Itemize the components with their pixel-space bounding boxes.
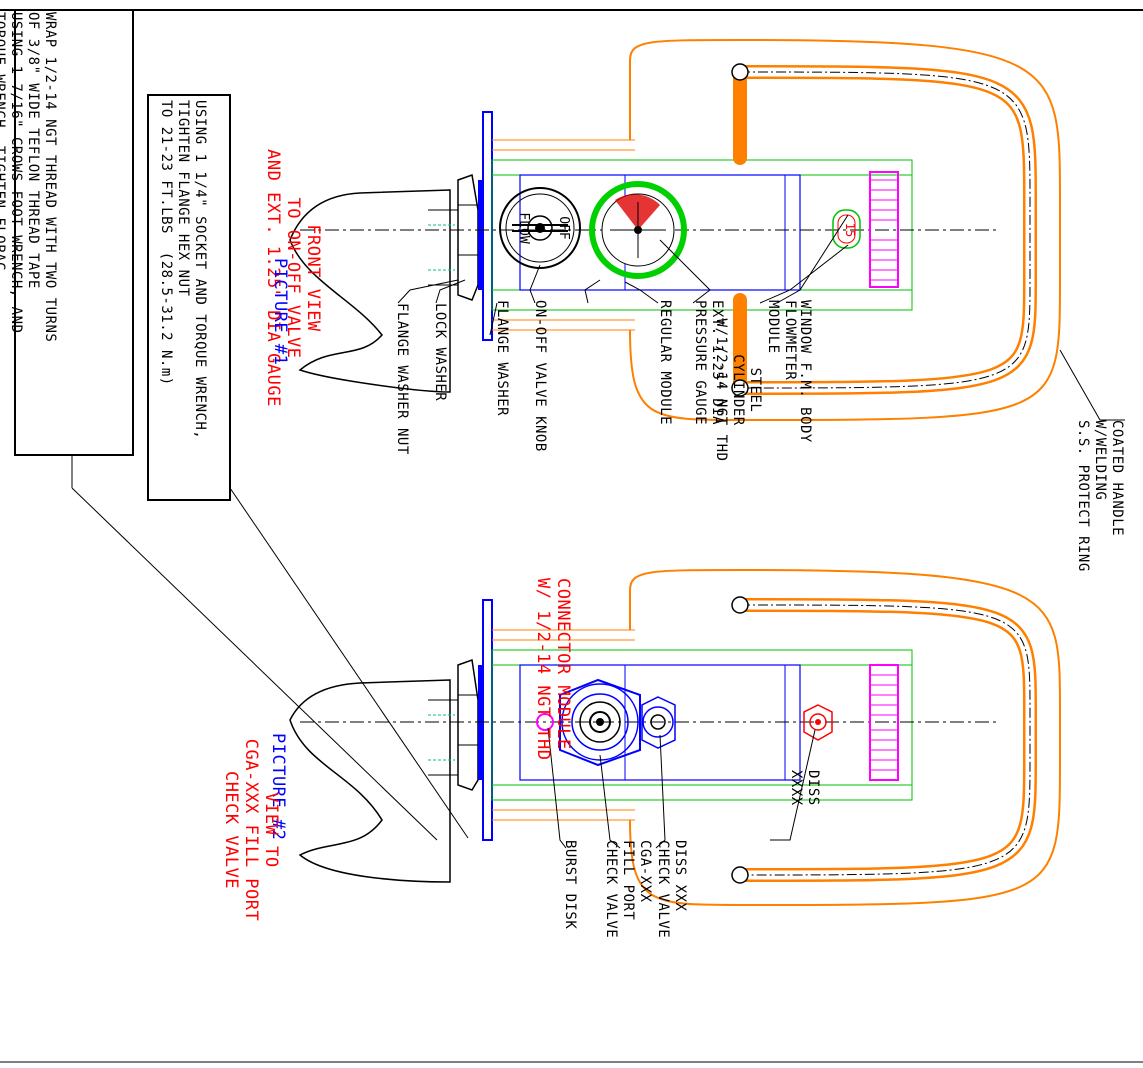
pressure-gauge-1 bbox=[589, 181, 687, 279]
diss-check-valve-label: DISS XXX CHECK VALVE bbox=[655, 840, 688, 939]
picture2-assembly bbox=[289, 568, 1061, 906]
module-body-2 bbox=[491, 649, 913, 801]
flange-washer-label: FLANGE WASHER bbox=[494, 300, 510, 417]
coated-handle-label: COATED HANDLE W/WELDING S.S. PROTECT RIN… bbox=[1075, 420, 1125, 572]
cga-fill-port-check-valve bbox=[559, 678, 641, 767]
knob-flow-text: FLOW bbox=[516, 212, 531, 243]
lock-washer-label: LOCK WASHER bbox=[432, 303, 448, 402]
module-body-1 bbox=[491, 159, 913, 311]
diss-outlet bbox=[803, 704, 833, 741]
leader-socket-note bbox=[229, 487, 469, 839]
on-off-valve-knob-label: ON-OFF VALVE KNOB bbox=[532, 300, 548, 452]
socket-instruction-note: USING 1 1/4" SOCKET AND TORQUE WRENCH, T… bbox=[158, 100, 208, 440]
leader-wrap-note-2 bbox=[71, 487, 438, 841]
diss-check-valve bbox=[641, 696, 676, 749]
steel-cylinder-outline-2 bbox=[289, 679, 451, 883]
diss-label: DISS XXXX bbox=[788, 770, 821, 806]
on-off-valve-knob-1 bbox=[499, 187, 581, 269]
cga-fill-port-label: CGA-XXX FILL PORT CHECK VALVE bbox=[603, 840, 653, 939]
wrap-note-box bbox=[14, 9, 134, 456]
knob-off-text: OFF bbox=[556, 216, 571, 240]
socket-note-box bbox=[147, 94, 231, 501]
steel-cylinder-label: STEEL CYLINDER W/1/2-14 NGT THD bbox=[713, 318, 763, 462]
flow-window-value: 15 bbox=[843, 223, 857, 237]
picture1-connector-label: CONNECTOR MODULE W/ 1/2-14 NGT THD bbox=[533, 578, 573, 761]
regular-module-label: REGULAR MODULE bbox=[657, 300, 673, 426]
flange-washer-nut-label: FLANGE WASHER NUT bbox=[394, 303, 410, 455]
window-fm-body-1 bbox=[832, 209, 861, 249]
connector-module-1 bbox=[519, 174, 801, 291]
flowmeter-module-label: FLOWMETER MODULE bbox=[765, 300, 798, 381]
picture1-title: PICTURE #1 bbox=[270, 258, 290, 366]
window-fm-body-label: WINDOW F.M. BODY bbox=[797, 300, 813, 443]
flowmeter-knob-2 bbox=[869, 664, 899, 781]
wrap-instruction-note: WRAP 1/2-14 NGT THREAD WITH TWO TURNS OF… bbox=[0, 12, 58, 343]
steel-cylinder-outline-1 bbox=[289, 189, 451, 393]
picture2-view-caption: VIEW TO CGA-XXX FILL PORT CHECK VALVE bbox=[221, 738, 281, 922]
lock-washer-1 bbox=[478, 180, 483, 290]
flowmeter-knob-1 bbox=[869, 171, 899, 288]
burst-disk-label: BURST DISK bbox=[562, 840, 578, 930]
picture1-assembly bbox=[289, 38, 1125, 421]
burst-disk bbox=[536, 713, 554, 731]
